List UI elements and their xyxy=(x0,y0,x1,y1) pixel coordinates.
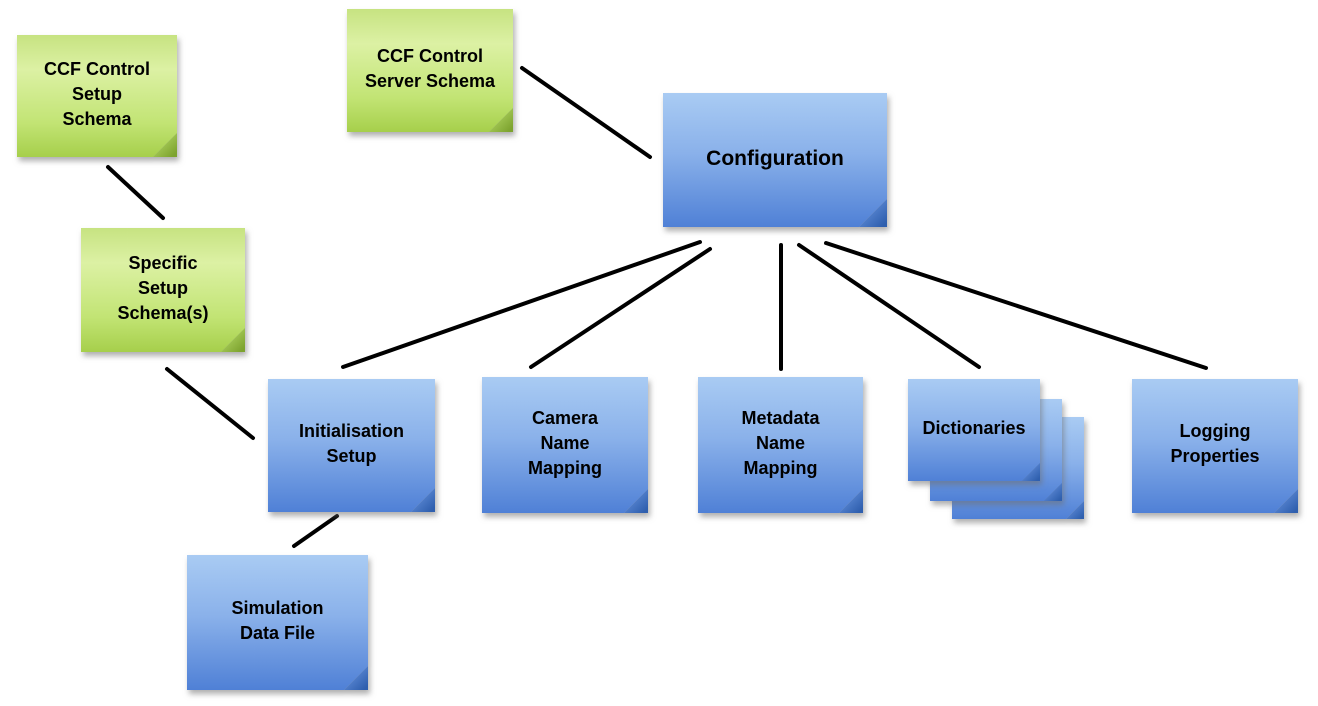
connector-configuration-to-initialisation_setup xyxy=(341,240,702,369)
connector-configuration-to-logging_properties xyxy=(824,241,1208,370)
note-face: Logging Properties xyxy=(1132,379,1298,513)
note-face: Simulation Data File xyxy=(187,555,368,690)
connector-initialisation_setup-to-simulation_data_file xyxy=(292,514,339,548)
note-label-line: Schema xyxy=(62,108,132,129)
note-label: Specific Setup Schema(s) xyxy=(117,251,208,330)
note-label: Metadata Name Mapping xyxy=(741,406,819,485)
note-label: CCF Control Setup Schema xyxy=(44,57,150,136)
note-label-line: Dictionaries xyxy=(922,417,1026,438)
note-label-line: Setup xyxy=(71,83,122,104)
note-face: Metadata Name Mapping xyxy=(698,377,863,513)
note-label-line: Setup xyxy=(137,277,188,298)
note-dictionaries: Dictionaries xyxy=(908,379,1040,481)
note-label-line: Mapping xyxy=(743,457,818,478)
note-face: Initialisation Setup xyxy=(268,379,435,512)
note-face: Dictionaries xyxy=(908,379,1040,481)
note-face: Specific Setup Schema(s) xyxy=(81,228,245,352)
note-metadata-name-mapping: Metadata Name Mapping xyxy=(698,377,863,513)
note-label-line: Server Schema xyxy=(364,70,496,91)
note-face: CCF Control Server Schema xyxy=(347,9,513,132)
connector-configuration-to-camera_name_mapping xyxy=(529,247,712,369)
note-ccf-control-server-schema: CCF Control Server Schema xyxy=(347,9,513,132)
connector-ccf_setup_schema-to-specific_setup_schema xyxy=(106,165,165,220)
note-label-line: CCF Control xyxy=(44,58,150,79)
connector-configuration-to-dictionaries xyxy=(797,243,981,369)
note-label-line: Properties xyxy=(1170,446,1260,466)
note-configuration: Configuration xyxy=(663,93,887,227)
note-label-line: Simulation xyxy=(231,597,324,618)
note-label: Simulation Data File xyxy=(231,596,323,650)
note-label-line: Specific xyxy=(128,252,198,273)
note-label: Logging Properties xyxy=(1170,419,1259,473)
note-stack-dictionaries: Dictionaries xyxy=(908,379,1086,521)
note-label-line: Initialisation xyxy=(298,420,404,441)
note-label-line: Mapping xyxy=(528,457,602,478)
note-label-line: Name xyxy=(755,432,806,453)
connector-ccf_server_schema-to-configuration xyxy=(520,66,652,159)
note-label-line: Name xyxy=(540,432,590,453)
connector-specific_setup_schema-to-initialisation_setup xyxy=(165,367,255,440)
note-label-line: Metadata xyxy=(741,407,820,428)
note-label-line: Camera xyxy=(531,407,599,428)
note-label-line: Schema(s) xyxy=(117,302,209,323)
note-logging-properties: Logging Properties xyxy=(1132,379,1298,513)
note-face: Configuration xyxy=(663,93,887,227)
note-label: Initialisation Setup xyxy=(299,419,404,473)
note-label-line: CCF Control xyxy=(377,45,483,66)
note-face: Camera Name Mapping xyxy=(482,377,648,513)
note-label: CCF Control Server Schema xyxy=(365,44,495,98)
note-label-line: Configuration xyxy=(706,146,844,170)
note-label: Configuration xyxy=(706,146,844,175)
note-label-line: Setup xyxy=(326,445,377,466)
note-ccf-control-setup-schema: CCF Control Setup Schema xyxy=(17,35,177,157)
note-label-line: Data File xyxy=(239,622,315,643)
note-label-line: Logging xyxy=(1179,421,1251,441)
note-label: Camera Name Mapping xyxy=(528,406,602,485)
note-face: CCF Control Setup Schema xyxy=(17,35,177,157)
note-simulation-data-file: Simulation Data File xyxy=(187,555,368,690)
note-initialisation-setup: Initialisation Setup xyxy=(268,379,435,512)
note-camera-name-mapping: Camera Name Mapping xyxy=(482,377,648,513)
note-specific-setup-schema: Specific Setup Schema(s) xyxy=(81,228,245,352)
note-label: Dictionaries xyxy=(922,416,1025,445)
